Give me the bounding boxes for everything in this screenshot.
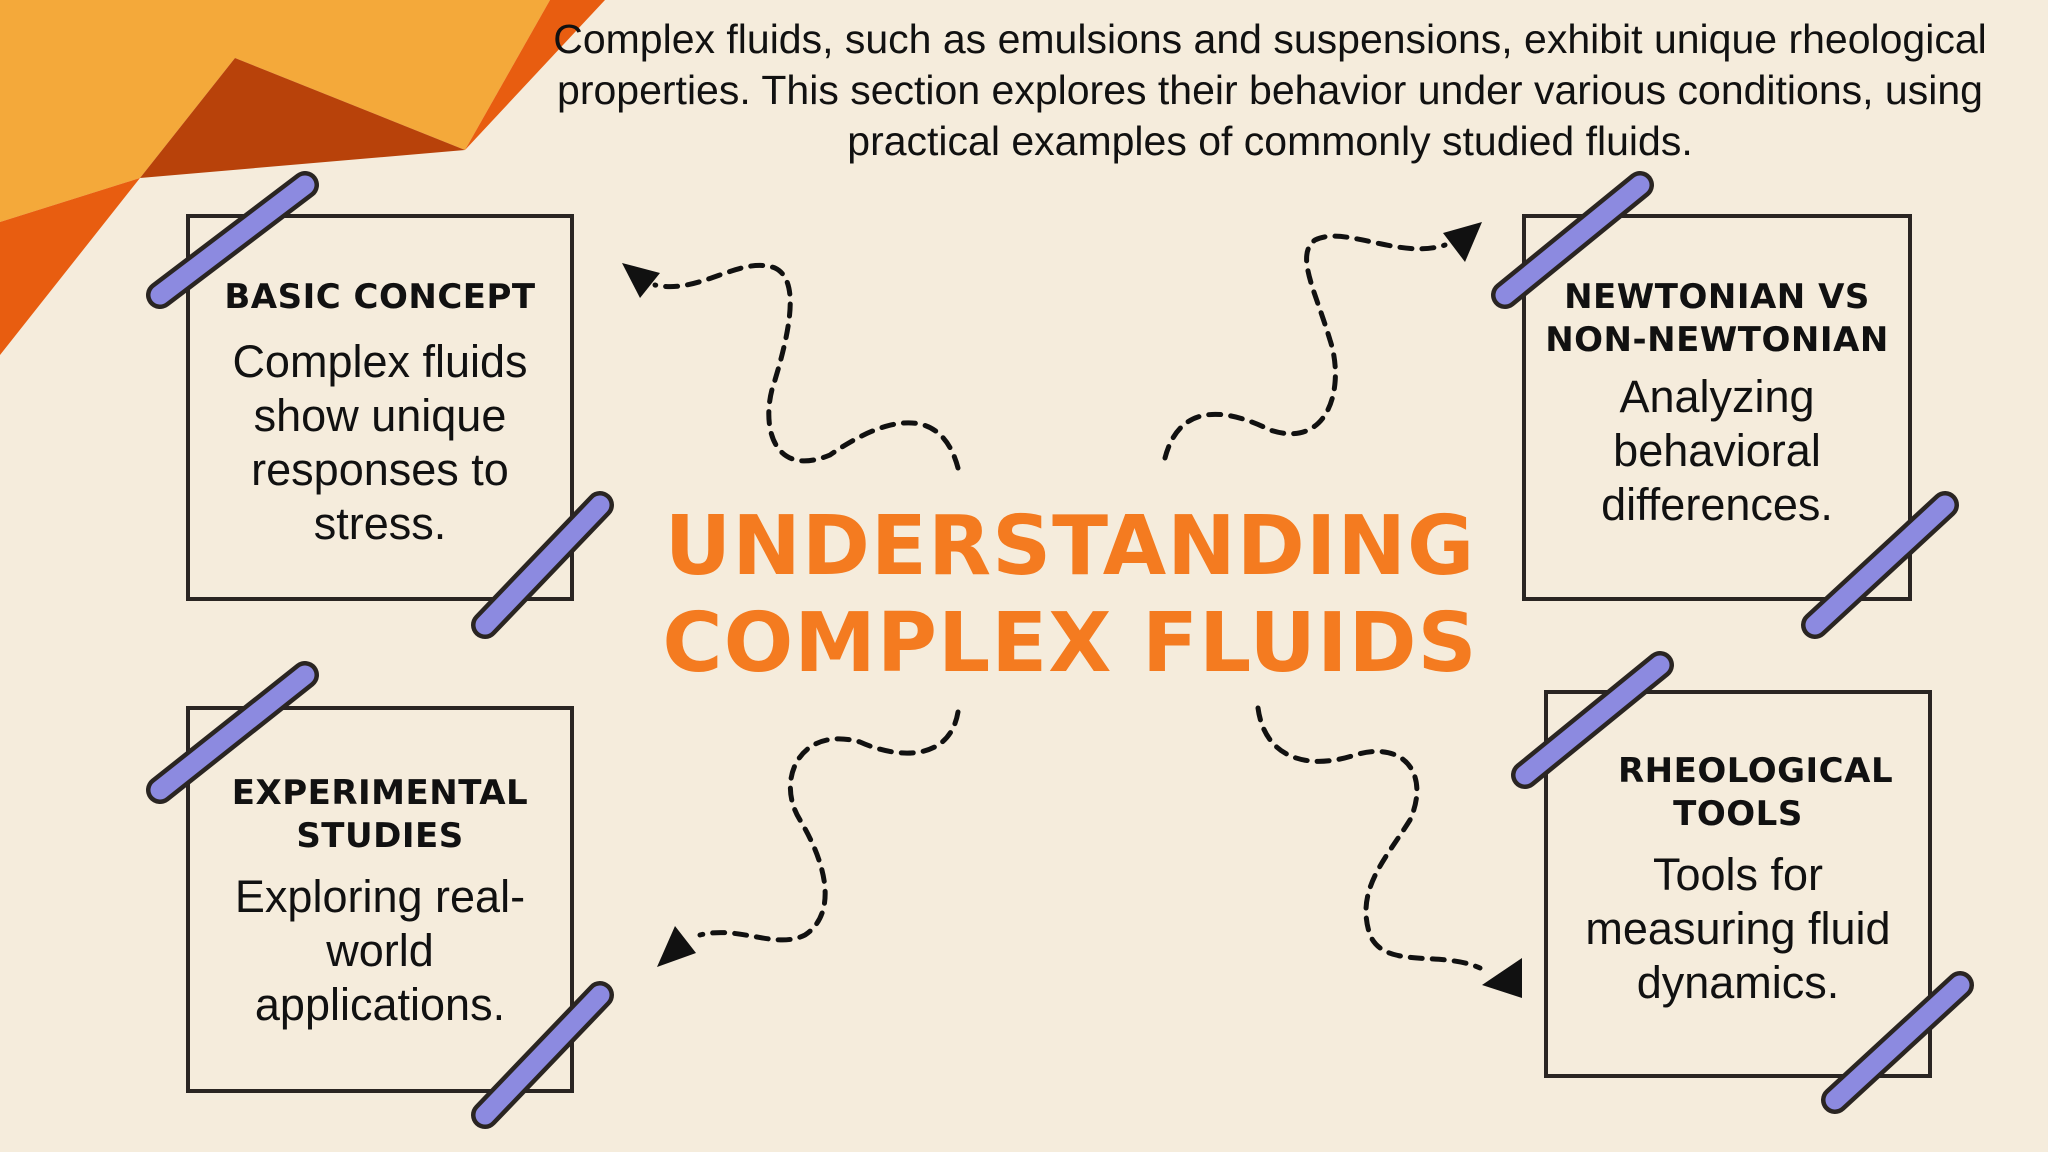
card-text: Complex fluids show unique responses to … xyxy=(232,336,528,549)
center-title-line1: UNDERSTANDING xyxy=(664,499,1476,594)
card-title: RHEOLOGICAL TOOLS xyxy=(1618,751,1894,834)
arrowhead-basic xyxy=(622,263,660,298)
intro-text: Complex fluids, such as emulsions and su… xyxy=(553,16,1987,164)
card-title: BASIC CONCEPT xyxy=(224,277,536,317)
arrow-to-rheological-tools xyxy=(1255,705,1483,971)
card-rheological-tools: RHEOLOGICAL TOOLS Tools for measuring fl… xyxy=(1544,690,1932,1078)
arrow-to-basic-concept xyxy=(652,262,961,471)
card-title: NEWTONIAN VS NON-NEWTONIAN xyxy=(1545,277,1889,360)
card-text: Analyzing behavioral differences. xyxy=(1601,371,1833,530)
arrow-to-newtonian xyxy=(1162,233,1448,461)
card-basic-concept: BASIC CONCEPT Complex fluids show unique… xyxy=(186,214,574,601)
arrowhead-newtonian xyxy=(1443,222,1482,262)
card-title: EXPERIMENTAL STUDIES xyxy=(231,773,529,856)
center-title-line2: COMPLEX FLUIDS xyxy=(662,596,1478,691)
card-text: Tools for measuring fluid dynamics. xyxy=(1585,849,1891,1008)
arrowhead-tools xyxy=(1482,958,1522,998)
card-text: Exploring real-world applications. xyxy=(234,871,526,1030)
card-experimental-studies: EXPERIMENTAL STUDIES Exploring real-worl… xyxy=(186,706,574,1093)
card-newtonian: NEWTONIAN VS NON-NEWTONIAN Analyzing beh… xyxy=(1522,214,1912,601)
arrowhead-experimental xyxy=(657,926,696,967)
center-title: UNDERSTANDING COMPLEX FLUIDS xyxy=(600,498,1540,692)
arrow-to-experimental xyxy=(697,709,961,943)
